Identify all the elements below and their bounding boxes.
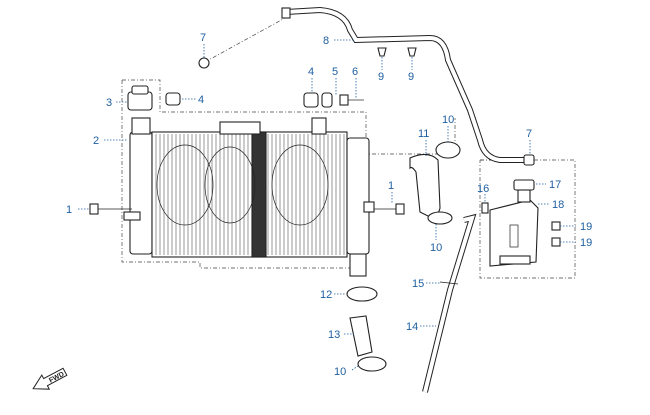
hose-clip-7-top: [198, 57, 210, 69]
callout-9-right: 9: [408, 71, 414, 83]
radiator-filler-neck: [131, 117, 151, 135]
callout-1-right: 1: [388, 180, 394, 192]
reservoir-neck: [517, 189, 531, 203]
reservoir-hose-14-inner: [423, 215, 475, 393]
callout-12: 12: [320, 289, 332, 301]
callout-16: 16: [477, 183, 489, 195]
radiator-top-bracket: [219, 121, 261, 135]
side-bolt-left: [89, 203, 132, 215]
callout-14: 14: [406, 321, 418, 333]
callout-19-top: 19: [580, 221, 592, 233]
callout-9-left: 9: [378, 71, 384, 83]
callout-15: 15: [412, 278, 424, 290]
callout-4-left: 4: [198, 94, 204, 106]
hose-clamp-12: [346, 286, 378, 302]
hose-end-cap: [281, 7, 291, 19]
fan-blade-shadow-left: [156, 144, 214, 226]
callout-19-bottom: 19: [580, 237, 592, 249]
callout-1-left: 1: [66, 204, 72, 216]
radiator-core: [151, 131, 348, 258]
reservoir-assembly-outline: [479, 159, 576, 279]
callout-17: 17: [549, 179, 561, 191]
callout-4-right: 4: [308, 66, 314, 78]
hose-clamp-10-bottom: [357, 356, 387, 372]
coolant-reservoir: [489, 199, 539, 267]
callout-8: 8: [323, 35, 329, 47]
callout-2: 2: [93, 135, 99, 147]
callout-6: 6: [352, 66, 358, 78]
hose-clip-7-right: [523, 154, 535, 166]
radiator-right-tank: [346, 137, 370, 255]
hose-clip-9-left: [377, 47, 387, 57]
callout-10-mid: 10: [430, 242, 442, 254]
fan-blade-shadow-mid: [204, 146, 256, 224]
callout-7-right: 7: [526, 128, 532, 140]
hose-clamp-10-mid: [427, 211, 453, 225]
upper-hose-11: [409, 153, 441, 217]
radiator-cap: [127, 85, 153, 111]
radiator-fins: [155, 134, 345, 255]
fitting-16: [481, 202, 489, 214]
radiator-lower-outlet: [349, 253, 367, 277]
callout-10-bottom: 10: [334, 366, 346, 378]
callout-7-top: 7: [200, 32, 206, 44]
callout-13: 13: [328, 329, 340, 341]
radiator-top-bracket-right: [311, 117, 327, 135]
hose-clamp-10-top: [435, 141, 461, 159]
hose-clamp-15: [439, 281, 459, 285]
callout-18: 18: [552, 199, 564, 211]
lower-hose-13: [349, 315, 373, 357]
hose-clip-9-right: [407, 47, 417, 57]
overflow-hose-8-inner: [285, 7, 528, 162]
bolt-collar-left: [123, 211, 141, 221]
mount-bolt-6: [339, 94, 364, 106]
callout-3: 3: [106, 97, 112, 109]
radiator: [129, 117, 370, 277]
reservoir-bolt-19-top: [551, 221, 561, 231]
callout-5: 5: [332, 66, 338, 78]
fan-blade-shadow-right: [271, 144, 329, 226]
callout-10-top: 10: [442, 114, 454, 126]
forward-arrow-label: FWD: [48, 371, 65, 385]
forward-arrow-icon: FWD: [32, 367, 68, 390]
callout-11: 11: [418, 128, 429, 140]
bolt-collar-right: [363, 201, 375, 213]
grommet-right-b: [321, 92, 333, 108]
reservoir-bolt-19-bottom: [551, 237, 561, 247]
grommet-right-a: [303, 92, 319, 108]
reservoir-cap-17: [513, 179, 535, 191]
grommet-left: [165, 92, 181, 106]
hose-top-leader: [204, 17, 286, 63]
radiator-left-tank: [129, 131, 153, 255]
